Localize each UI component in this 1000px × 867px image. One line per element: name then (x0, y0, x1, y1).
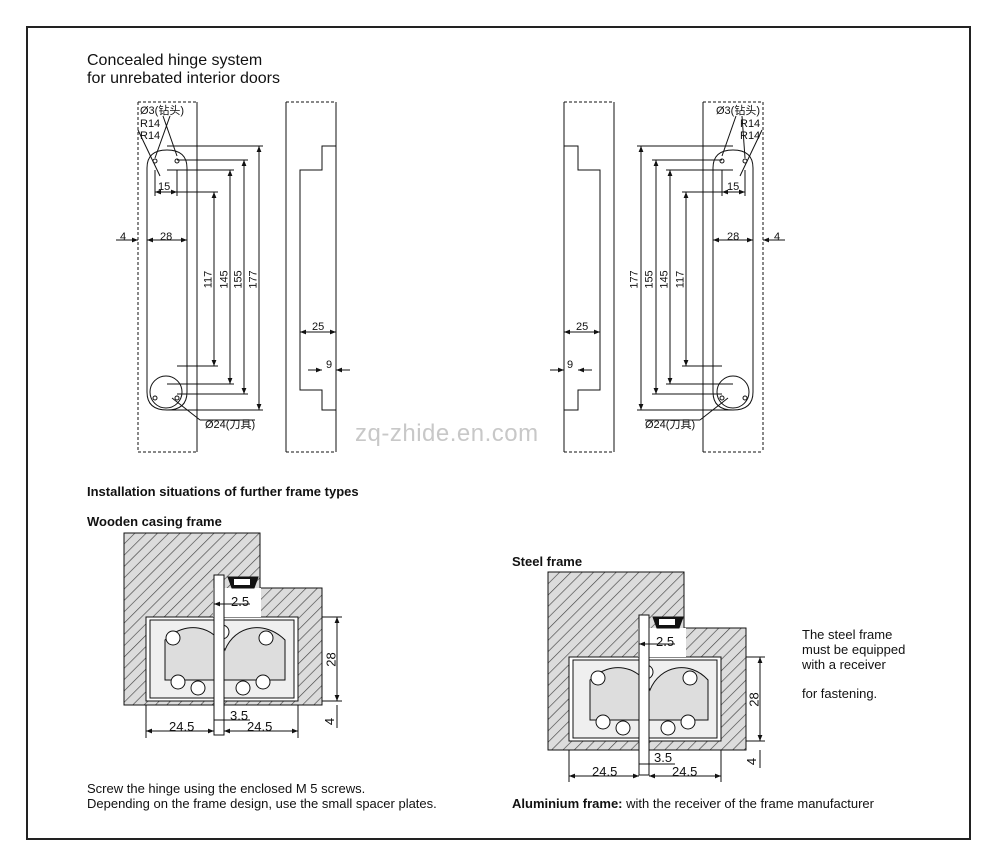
dim-117-left: 117 (202, 270, 215, 289)
cutter-label-right: Ø24(刀具) (645, 419, 696, 431)
steel-dim-4: 4 (744, 757, 760, 766)
cutter-label-left: Ø24(刀具) (205, 419, 256, 431)
right-door-profile (550, 101, 615, 453)
dim-177-right: 177 (628, 270, 641, 289)
steel-dim-24-5-left: 24.5 (592, 764, 618, 779)
wooden-dim-2-5: 2.5 (231, 594, 250, 609)
wooden-dim-24-5-right: 24.5 (247, 719, 273, 734)
wooden-dim-24-5-left: 24.5 (169, 719, 195, 734)
page-title-line2: for unrebated interior doors (87, 70, 280, 87)
steel-dim-24-5-right: 24.5 (672, 764, 698, 779)
dim-145-left: 145 (218, 270, 231, 289)
screw-note-line2: Depending on the frame design, use the s… (87, 796, 437, 811)
radius-label-left-2: R14 (140, 130, 161, 142)
dim-28-right: 28 (727, 231, 740, 243)
steel-note-line4: for fastening. (802, 686, 878, 701)
radius-label-left-1: R14 (140, 118, 161, 130)
dim-155-right: 155 (643, 270, 656, 289)
steel-note-line3: with a receiver (802, 657, 886, 672)
left-door-profile (285, 101, 350, 453)
dim-4-right: 4 (774, 231, 781, 243)
steel-dim-3-5: 3.5 (654, 750, 673, 765)
steel-frame-drawing (547, 571, 765, 782)
steel-dim-28: 28 (746, 692, 762, 707)
aluminium-note-bold: Aluminium frame: (512, 796, 623, 811)
drill-label-left: Ø3(钻头) (140, 105, 184, 117)
screw-note-line1: Screw the hinge using the enclosed M 5 s… (87, 781, 366, 796)
right-frame-view (637, 101, 785, 453)
dim-117-right: 117 (674, 270, 687, 289)
left-frame-view (116, 101, 263, 453)
radius-label-right-1: R14 (740, 118, 761, 130)
page-border (26, 26, 971, 840)
dim-15-left: 15 (158, 181, 171, 193)
dim-15-right: 15 (727, 181, 740, 193)
installation-heading: Installation situations of further frame… (87, 484, 359, 499)
dim-177-left: 177 (247, 270, 260, 289)
dim-25-right: 25 (576, 321, 589, 333)
dim-145-right: 145 (658, 270, 671, 289)
steel-dim-2-5: 2.5 (656, 634, 675, 649)
steel-note-line2: must be equipped (802, 642, 906, 657)
watermark: zq-zhide.en.com (355, 420, 539, 447)
dim-25-left: 25 (312, 321, 325, 333)
steel-frame-heading: Steel frame (512, 554, 583, 569)
wooden-frame-heading: Wooden casing frame (87, 514, 222, 529)
wooden-frame-drawing (123, 532, 342, 738)
dim-155-left: 155 (232, 270, 245, 289)
steel-note-line1: The steel frame (802, 627, 893, 642)
dim-28-left: 28 (160, 231, 173, 243)
drill-label-right: Ø3(钻头) (716, 105, 760, 117)
aluminium-note-rest: with the receiver of the frame manufactu… (622, 796, 874, 811)
radius-label-right-2: R14 (740, 130, 761, 142)
wooden-dim-28: 28 (323, 652, 339, 667)
dim-4-left: 4 (120, 231, 127, 243)
wooden-dim-3-5: 3.5 (230, 708, 249, 723)
aluminium-note: Aluminium frame: with the receiver of th… (512, 796, 874, 811)
page-title-line1: Concealed hinge system (87, 52, 263, 69)
dim-9-left: 9 (326, 359, 333, 371)
wooden-dim-4: 4 (322, 717, 338, 726)
dim-9-right: 9 (567, 359, 574, 371)
